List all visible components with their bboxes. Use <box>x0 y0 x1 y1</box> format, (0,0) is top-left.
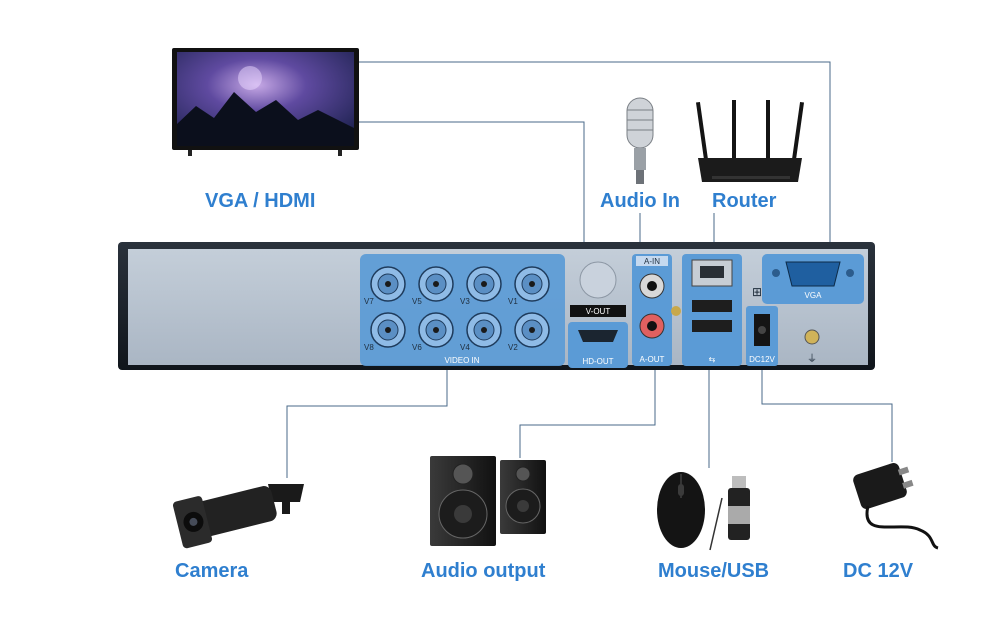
channel-label: V2 <box>508 343 518 352</box>
label-vga-hdmi: VGA / HDMI <box>205 190 316 212</box>
label-camera: Camera <box>175 560 249 582</box>
vga-port: VGA <box>762 254 864 304</box>
label-mouse-usb: Mouse/USB <box>658 560 770 582</box>
vga-cable-line <box>358 61 831 250</box>
divider-slash <box>709 497 723 551</box>
usb-symbol-icon: ⇆ <box>709 355 716 364</box>
bnc-connector-pin <box>529 327 535 333</box>
label-router: Router <box>712 190 777 212</box>
network-symbol-icon: ⊞ <box>752 285 762 299</box>
power-adapter-icon <box>853 463 939 550</box>
channel-label: V8 <box>364 343 374 352</box>
a-out-label: A-OUT <box>640 355 665 364</box>
vga-label: VGA <box>805 291 823 300</box>
channel-label: V5 <box>412 297 422 306</box>
tv-icon <box>172 48 359 156</box>
bnc-connector-pin <box>433 327 439 333</box>
bnc-connector-pin <box>481 281 487 287</box>
video-in-label: VIDEO IN <box>444 356 479 365</box>
hd-out-label: HD-OUT <box>582 357 613 366</box>
mouse-icon <box>657 472 705 548</box>
bnc-connector-pin <box>385 281 391 287</box>
bnc-connector-pin <box>385 327 391 333</box>
bnc-connector-pin <box>433 281 439 287</box>
channel-label: V6 <box>412 343 422 352</box>
microphone-icon <box>626 97 654 184</box>
bnc-connector-pin <box>481 327 487 333</box>
usb-drive-icon <box>728 476 750 540</box>
dc12v-label: DC12V <box>749 355 775 364</box>
channel-label: V1 <box>508 297 518 306</box>
camera-icon <box>172 484 304 549</box>
channel-label: V7 <box>364 297 374 306</box>
speakers-icon <box>430 456 546 546</box>
audio-ports: A-IN A-OUT <box>632 254 672 366</box>
dc-power-port: DC12V <box>746 306 778 366</box>
label-audio-output: Audio output <box>421 560 546 582</box>
label-audio-in: Audio In <box>600 190 680 212</box>
v-out-label: V-OUT <box>586 307 611 316</box>
router-icon <box>695 100 805 182</box>
label-dc12v: DC 12V <box>843 560 914 582</box>
camera-line <box>286 368 448 478</box>
ground-symbol-icon: ⏚ <box>807 353 817 365</box>
channel-label: V4 <box>460 343 470 352</box>
channel-label: V3 <box>460 297 470 306</box>
audio-out-line <box>519 368 656 458</box>
network-usb-ports: ⇆ <box>682 254 742 366</box>
bnc-connector-pin <box>529 281 535 287</box>
dc-line <box>761 368 893 462</box>
hdmi-port: HD-OUT <box>568 322 628 368</box>
a-in-label: A-IN <box>644 257 660 266</box>
